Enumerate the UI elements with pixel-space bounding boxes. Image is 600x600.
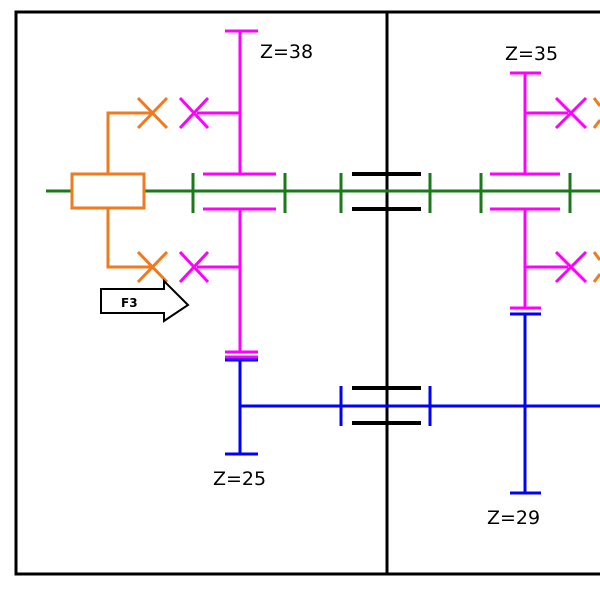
shift-fork-x-lower-b — [136, 250, 169, 284]
housing-frame — [14, 10, 600, 576]
shift-fork-x-upper-b — [136, 96, 169, 130]
gear-z38-x-upper-b — [178, 96, 210, 130]
shift-fork-sleeve — [70, 172, 146, 210]
housing-outline — [14, 10, 600, 576]
shift-fork — [70, 96, 169, 284]
bearing-upper — [352, 172, 421, 211]
gear-label-z29: Z=29 — [487, 507, 540, 529]
gear-label-z25: Z=25 — [213, 468, 266, 490]
force-arrow-shape — [100, 278, 190, 323]
shift-fork-right-fragments — [592, 97, 600, 283]
gear-z35-x-lower-b — [554, 250, 588, 284]
shift-fork-lower-arm — [106, 208, 152, 269]
shift-fork-right-lower — [592, 251, 600, 261]
shift-fork-right-upper — [592, 97, 600, 107]
gear-z38 — [178, 29, 276, 359]
bearing-lower — [352, 386, 421, 425]
gear-z35 — [490, 71, 588, 310]
shift-fork-right-upper-b — [592, 119, 600, 129]
shift-fork-upper-arm — [106, 111, 152, 174]
countershaft — [225, 312, 600, 495]
force-arrow: F3 — [100, 278, 190, 323]
gear-z38-x-lower-b — [178, 250, 210, 284]
gear-z35-x-upper-b — [554, 96, 588, 130]
shift-fork-right-lower-b — [592, 273, 600, 283]
force-arrow-label: F3 — [121, 296, 138, 310]
gear-label-z35: Z=35 — [505, 43, 558, 65]
gear-label-z38: Z=38 — [260, 41, 313, 63]
